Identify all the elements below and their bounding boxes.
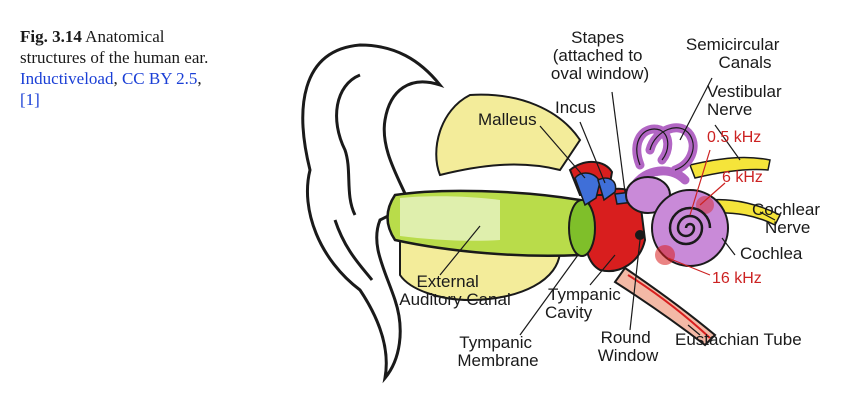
label-stapes: Stapes (attached to oval window) xyxy=(551,28,649,83)
leader-cochlea xyxy=(721,237,736,256)
leader-vestibular-nerve xyxy=(714,124,741,161)
pinna-inner-fold xyxy=(335,73,361,216)
leader-incus xyxy=(579,121,606,184)
round-window-shape xyxy=(635,230,645,240)
cochlea-spiral xyxy=(668,206,712,246)
leader-cochlear-nerve xyxy=(759,211,776,221)
credit-license-link[interactable]: CC BY 2.5 xyxy=(121,69,198,88)
label-freq-16: 16 kHz xyxy=(712,270,762,287)
caption-text-2: structures of the human ear. xyxy=(20,48,209,67)
leader-tympanic-cavity xyxy=(589,254,616,286)
label-cochlear-nerve: Cochlear Nerve xyxy=(752,200,825,237)
leader-stapes xyxy=(611,91,626,193)
tympanic-membrane-shape xyxy=(568,199,596,257)
credit-end: , xyxy=(197,69,202,88)
label-round-window: Round Window xyxy=(598,328,659,365)
label-tympanic-membrane: Tympanic Membrane xyxy=(457,333,538,370)
label-external-auditory-canal: External Auditory Canal xyxy=(399,272,511,309)
vestibular-nerve-shape xyxy=(688,156,771,179)
label-malleus: Malleus xyxy=(478,110,537,129)
label-freq-6: 6 kHz xyxy=(722,169,763,186)
malleus-shape xyxy=(574,172,601,207)
label-freq-05: 0.5 kHz xyxy=(707,129,761,146)
incus-shape xyxy=(597,177,617,202)
credit-separator: , xyxy=(113,69,122,88)
leader-malleus xyxy=(539,125,586,179)
leader-freq-16 xyxy=(667,257,711,276)
caption-text-1: Anatomical xyxy=(85,27,165,46)
figure-number: Fig. 3.14 xyxy=(20,27,82,46)
temporal-bone-upper xyxy=(435,93,582,177)
label-semicircular-canals: Semicircular Canals xyxy=(686,35,784,72)
leader-eustachian-tube xyxy=(687,324,701,336)
cochlear-nerve-shape xyxy=(709,198,782,227)
pinna-lobe-curve xyxy=(333,219,374,281)
label-eustachian-tube: Eustachian Tube xyxy=(675,330,802,349)
label-incus: Incus xyxy=(555,98,596,117)
leader-tympanic-membrane xyxy=(519,254,579,336)
leader-freq-6 xyxy=(699,182,726,206)
eustachian-tube-shape xyxy=(613,266,717,347)
label-tympanic-cavity: Tympanic Cavity xyxy=(545,285,625,322)
external-canal-highlight xyxy=(400,196,500,241)
leader-semicircular-canals xyxy=(679,77,713,141)
leader-freq-05 xyxy=(689,149,711,216)
semicircular-canals-outline xyxy=(636,127,694,171)
cochlea-highfreq-spot xyxy=(655,245,675,265)
leader-round-window xyxy=(629,239,641,331)
reference-link[interactable]: [1] xyxy=(20,90,40,109)
leader-external-canal xyxy=(439,225,481,276)
label-cochlea: Cochlea xyxy=(740,244,803,263)
label-vestibular-nerve: Vestibular Nerve xyxy=(707,82,786,119)
eustachian-tube-inner xyxy=(627,274,711,339)
figure-caption: Fig. 3.14 Anatomical structures of the h… xyxy=(20,26,290,110)
credit-author-link[interactable]: Inductiveload xyxy=(20,69,114,88)
